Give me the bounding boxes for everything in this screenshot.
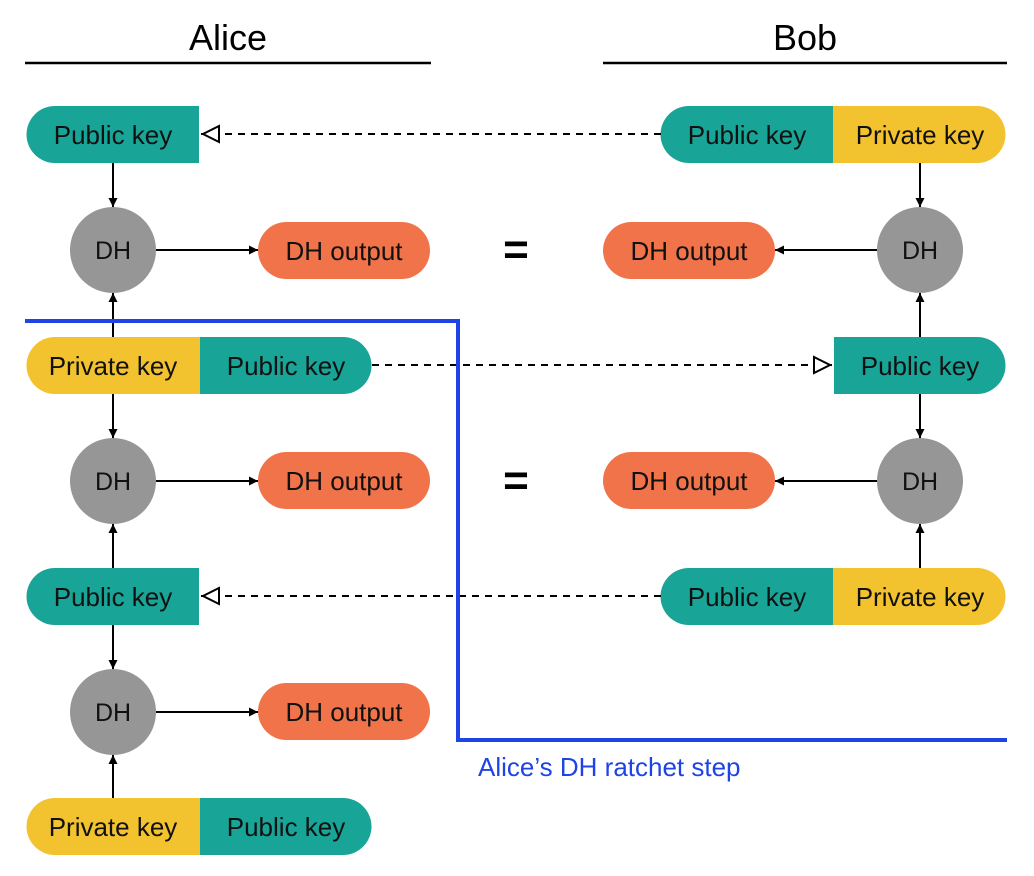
bob-public-key-2-label: Public key: [861, 351, 980, 381]
alice-dh-output-2-label: DH output: [285, 466, 403, 496]
alice-dh-1-node: [70, 207, 156, 293]
alice-keypair-4: Private key Public key: [26, 798, 372, 855]
alice-dh-output-2: DH output: [258, 452, 430, 509]
bob-keypair-2: Public key: [834, 337, 1006, 394]
alice-dh-output-3-label: DH output: [285, 697, 403, 727]
bob-public-key-1: [660, 106, 833, 163]
bob-dh-2: DH: [877, 438, 963, 524]
bob-header: Bob: [773, 17, 837, 58]
bob-private-key-1: [833, 106, 1006, 163]
bob-keypair-3: Public key Private key: [660, 568, 1006, 625]
equals-sign-2: =: [503, 456, 529, 505]
alice-keypair-3: Public key: [26, 568, 199, 625]
bob-public-key-3-label: Public key: [688, 582, 807, 612]
bob-dh-output-2-label: DH output: [630, 466, 748, 496]
alice-dh-output-3-pill: [258, 683, 430, 740]
alice-public-key-4-label: Public key: [227, 812, 346, 842]
alice-dh-2: DH: [70, 438, 156, 524]
alice-private-key-4: [26, 798, 200, 855]
alice-private-key-2: [26, 337, 200, 394]
alice-public-key-1-label: Public key: [54, 120, 173, 150]
bob-private-key-1-label: Private key: [856, 120, 985, 150]
alice-public-key-4: [200, 798, 372, 855]
alice-private-key-2-label: Private key: [49, 351, 178, 381]
ratchet-step-caption: Alice’s DH ratchet step: [478, 752, 741, 782]
alice-dh-output-1-pill: [258, 222, 430, 279]
alice-public-key-2-label: Public key: [227, 351, 346, 381]
alice-dh-output-1: DH output: [258, 222, 430, 279]
alice-public-key-2: [200, 337, 372, 394]
bob-dh-output-1-pill: [603, 222, 775, 279]
alice-dh-3-node: [70, 669, 156, 755]
alice-public-key-3-label: Public key: [54, 582, 173, 612]
alice-public-key-3: [26, 568, 199, 625]
alice-dh-1-label: DH: [95, 237, 131, 265]
alice-keypair-2: Private key Public key: [26, 337, 372, 394]
bob-dh-output-2-pill: [603, 452, 775, 509]
bob-public-key-1-label: Public key: [688, 120, 807, 150]
alice-dh-1: DH: [70, 207, 156, 293]
alice-dh-2-node: [70, 438, 156, 524]
bob-dh-2-label: DH: [902, 468, 938, 496]
alice-dh-3: DH: [70, 669, 156, 755]
alice-dh-3-label: DH: [95, 699, 131, 727]
bob-dh-1-node: [877, 207, 963, 293]
alice-private-key-4-label: Private key: [49, 812, 178, 842]
bob-dh-output-2: DH output: [603, 452, 775, 509]
bob-dh-2-node: [877, 438, 963, 524]
alice-keypair-1: Public key: [26, 106, 199, 163]
bob-public-key-2: [834, 337, 1006, 394]
alice-dh-2-label: DH: [95, 468, 131, 496]
alice-dh-output-3: DH output: [258, 683, 430, 740]
equals-sign-1: =: [503, 225, 529, 274]
bob-public-key-3: [660, 568, 833, 625]
ratchet-step-boundary: [25, 319, 1007, 742]
bob-dh-output-1-label: DH output: [630, 236, 748, 266]
bob-dh-1-label: DH: [902, 237, 938, 265]
bob-keypair-1: Public key Private key: [660, 106, 1006, 163]
alice-header: Alice: [189, 17, 267, 58]
bob-dh-1: DH: [877, 207, 963, 293]
bob-private-key-3-label: Private key: [856, 582, 985, 612]
alice-public-key-1: [26, 106, 199, 163]
alice-dh-output-2-pill: [258, 452, 430, 509]
alice-dh-output-1-label: DH output: [285, 236, 403, 266]
bob-private-key-3: [833, 568, 1006, 625]
bob-dh-output-1: DH output: [603, 222, 775, 279]
